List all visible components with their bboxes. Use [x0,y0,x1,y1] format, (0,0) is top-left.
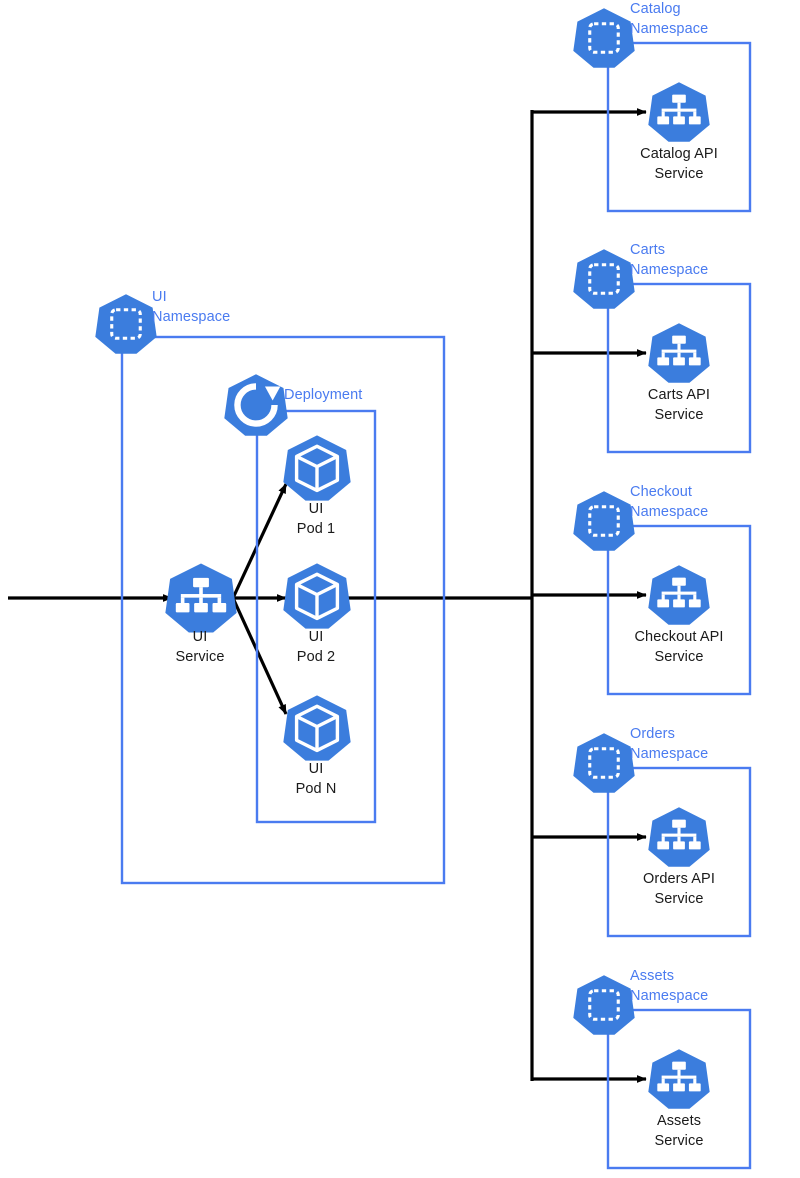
orders-namespace-icon [573,733,635,793]
assets-namespace-box [606,1008,752,1170]
checkout-api-service-icon [648,565,710,625]
checkout-namespace-icon [573,491,635,551]
catalog-namespace-label: Catalog Namespace [630,1,709,37]
carts-api-service-label: Carts API Service [647,387,711,423]
ui-pod-n-icon [283,695,351,761]
arrow-service-to-podn [231,597,288,715]
orders-api-service-label: Orders API Service [643,871,715,907]
deployment-box [255,409,377,824]
assets-service-icon [648,1049,710,1109]
catalog-namespace-icon [573,8,635,68]
ui-pod-2-label: UI Pod 2 [296,629,336,665]
ui-namespace-label: UI Namespace [152,289,231,325]
ui-namespace-box [120,335,446,885]
ui-service-icon [165,563,237,633]
ui-pod-n-label: UI Pod N [295,761,337,797]
carts-namespace-box [606,282,752,454]
carts-api-service-icon [648,323,710,383]
assets-namespace-icon [573,975,635,1035]
ui-pod-1-icon [283,435,351,501]
assets-service-label: Assets Service [654,1113,704,1149]
orders-namespace-label: Orders Namespace [630,726,709,762]
carts-namespace-icon [573,249,635,309]
checkout-namespace-label: Checkout Namespace [630,484,709,520]
ui-pod-2-icon [283,563,351,629]
carts-namespace-label: Carts Namespace [630,242,709,278]
ui-pod-1-label: UI Pod 1 [296,501,336,537]
orders-api-service-icon [648,807,710,867]
assets-namespace-label: Assets Namespace [630,968,709,1004]
checkout-namespace-box [606,524,752,696]
orders-namespace-box [606,766,752,938]
deployment-label: Deployment [284,387,363,403]
catalog-namespace-box [606,41,752,213]
ui-namespace-icon [95,294,157,354]
deployment-icon [224,374,288,436]
catalog-api-service-icon [648,82,710,142]
catalog-api-service-label: Catalog API Service [640,146,718,182]
ui-service-label: UI Service [175,629,225,665]
arrow-service-to-pod1 [231,483,288,599]
checkout-api-service-label: Checkout API Service [634,629,724,665]
